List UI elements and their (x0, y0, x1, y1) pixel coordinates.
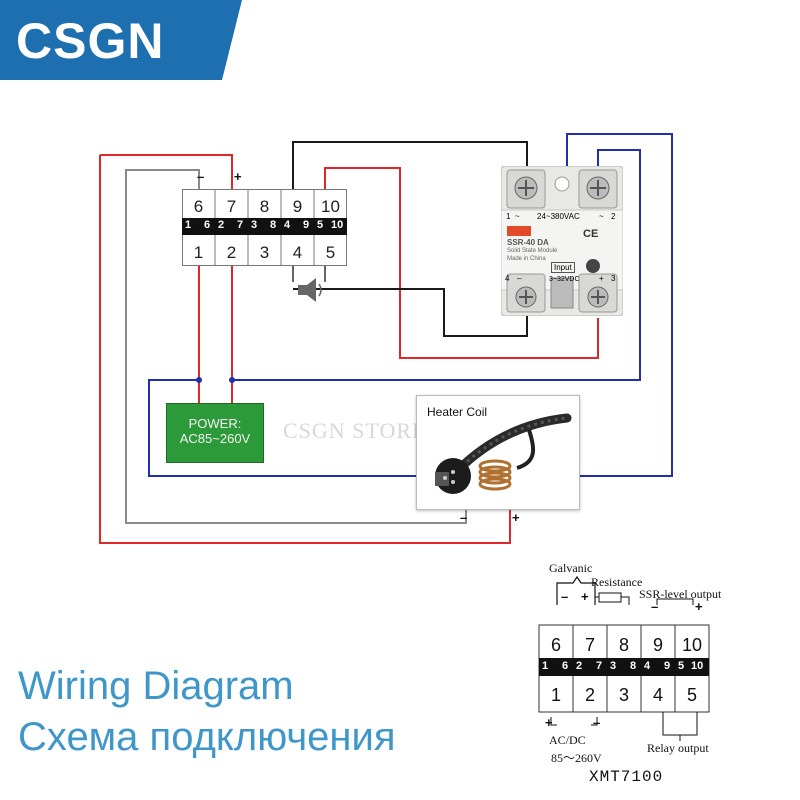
diagram-title-ru: Схема подключения (18, 715, 396, 759)
legend-terminal-4: 4 (652, 685, 663, 705)
strip-label: 9 (303, 219, 310, 231)
legend-terminal-9: 9 (652, 635, 663, 655)
heater-coil-box: Heater Coil (416, 395, 580, 510)
power-label: POWER: (188, 416, 242, 431)
wire-red-outer-loop (99, 155, 511, 544)
wire-blue-heater (566, 133, 673, 477)
legend-minus: – (561, 589, 569, 604)
buzzer-icon (292, 266, 326, 302)
terminal-6: 6 (193, 197, 204, 216)
controller-model: XMT7100 (589, 768, 664, 786)
legend-terminal-1: 1 (550, 685, 561, 705)
strip-label: 3 (251, 219, 258, 231)
ssr-plus: + (599, 274, 604, 283)
ssr-input-label: Input (551, 262, 575, 273)
legend-acdc-voltage: 85～260V (551, 751, 602, 765)
terminal-strip (182, 218, 347, 235)
controller-terminal-block: 6 7 8 9 10 1 2 3 4 5 1 6 2 7 3 8 4 9 5 1… (182, 189, 347, 266)
legend-acdc-plus: + (545, 715, 553, 730)
legend-strip-label: 3 (610, 660, 617, 672)
ssr-pin-2: 2 (611, 212, 616, 221)
strip-label: 1 (185, 219, 192, 231)
legend-strip-label: 1 (542, 660, 549, 672)
wire-red-term10 (324, 167, 599, 359)
legend-galvanic: Galvanic (549, 561, 593, 575)
terminal-1: 1 (193, 243, 204, 262)
legend-terminal-10: 10 (681, 635, 703, 655)
legend-strip-label: 7 (596, 660, 603, 672)
legend-terminal-2: 2 (584, 685, 595, 705)
legend-acdc-minus: – (593, 715, 601, 730)
wire-black-ssr (293, 288, 528, 337)
ssr-voltage: 24~380VAC (537, 212, 580, 221)
legend-strip-label: 6 (562, 660, 569, 672)
legend-ssr-output: SSR-level output (639, 587, 722, 601)
terminal-3: 3 (259, 243, 270, 262)
ssr-tilde-left: ~ (515, 212, 520, 221)
terminal-7: 7 (226, 197, 237, 216)
legend-strip-label: 5 (678, 660, 685, 672)
legend-terminal-7: 7 (584, 635, 595, 655)
wire-blue-ssr-top (232, 149, 641, 381)
terminal-10: 10 (321, 197, 340, 216)
legend-strip-label: 9 (664, 660, 671, 672)
legend-terminal-8: 8 (618, 635, 629, 655)
heater-label: Heater Coil (427, 405, 488, 419)
strip-label: 8 (270, 219, 277, 231)
terminal-8: 8 (259, 197, 270, 216)
brand-logo: CSGN (16, 13, 165, 69)
ssr-pin-1: 1 (506, 212, 511, 221)
heater-coil-icon (435, 413, 572, 494)
strip-label: 2 (218, 219, 225, 231)
ssr-model: SSR-40 DA (507, 238, 549, 247)
terminal-9: 9 (292, 197, 303, 216)
terminal-2: 2 (226, 243, 237, 262)
legend-ssr-minus: – (651, 599, 659, 614)
heater-plus-mark: + (512, 510, 520, 525)
controller-minus-mark: – (197, 169, 205, 184)
wire-blue-power (148, 379, 416, 477)
wire-gray (125, 169, 467, 524)
legend-acdc: AC/DC (549, 733, 586, 747)
wire-red-outer (100, 154, 233, 189)
brand-banner (0, 0, 242, 80)
watermark: CSGN STORE (283, 418, 427, 443)
ssr-pin-3: 3 (611, 274, 616, 283)
ssr-input-voltage: 3~32VDC (549, 276, 580, 283)
diagram-title-en: Wiring Diagram (18, 664, 294, 708)
strip-label: 6 (204, 219, 211, 231)
legend-strip-label: 2 (576, 660, 583, 672)
ssr-ce-mark: CE (583, 228, 599, 240)
ssr-tilde-right: ~ (599, 212, 604, 221)
strip-label: 7 (237, 219, 244, 231)
legend-strip-label: 4 (644, 660, 651, 672)
legend-ssr-plus: + (695, 599, 703, 614)
legend-relay-output: Relay output (647, 741, 709, 755)
heater-minus-mark: – (460, 510, 468, 525)
legend-strip-label: 10 (691, 660, 704, 672)
legend-resistance: Resistance (591, 575, 643, 589)
power-voltage: AC85~260V (179, 431, 251, 446)
ssr-minus: – (517, 274, 522, 283)
terminal-4: 4 (292, 243, 303, 262)
ssr-subtitle: Solid State Module (507, 248, 558, 254)
ssr-origin: Made in China (507, 256, 546, 262)
terminal-5: 5 (325, 243, 336, 262)
legend-terminal-6: 6 (550, 635, 561, 655)
legend-strip-label: 8 (630, 660, 637, 672)
wire-black (292, 141, 528, 189)
terminal-legend: Galvanic Resistance SSR-level output – +… (535, 555, 785, 795)
power-supply-box: POWER: AC85~260V (166, 403, 264, 463)
strip-label: 5 (317, 219, 324, 231)
legend-terminal-3: 3 (618, 685, 629, 705)
controller-plus-mark: + (234, 169, 242, 184)
strip-label: 4 (284, 219, 291, 231)
ssr-pin-4: 4 (505, 274, 510, 283)
legend-terminal-5: 5 (686, 685, 697, 705)
strip-label: 10 (331, 219, 344, 231)
legend-plus: + (581, 589, 589, 604)
ssr-module: 1 ~ 24~380VAC ~ 2 SSR-40 DA Solid State … (501, 166, 623, 316)
